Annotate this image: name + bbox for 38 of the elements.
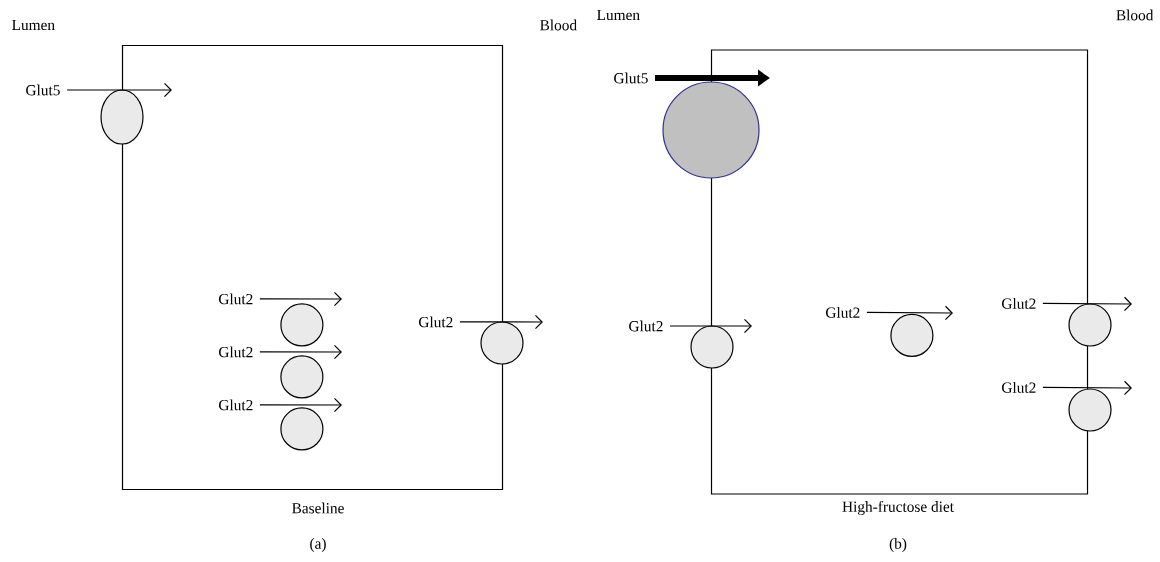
panel-label: (b): [889, 538, 907, 552]
transporter-label: Glut5: [26, 84, 60, 96]
transporter-label: Glut5: [614, 72, 648, 84]
transporter: [100, 89, 144, 145]
transport-arrow: [669, 318, 752, 334]
transporter-label: Glut2: [629, 320, 663, 332]
transporter-label: Glut2: [1002, 298, 1036, 309]
transporter: [280, 303, 324, 347]
transporter-label: Glut2: [419, 316, 453, 328]
transporter-label: Glut2: [826, 307, 860, 318]
transport-arrow: [1042, 380, 1132, 396]
transport-arrow: [459, 314, 543, 330]
transport-arrow: [866, 305, 953, 321]
transporter: [480, 321, 524, 365]
panel-label: (a): [310, 538, 326, 552]
transporter-label: Glut2: [1002, 382, 1036, 393]
transporter: [1068, 303, 1112, 347]
transporter: [280, 355, 324, 399]
transport-arrow: [259, 344, 342, 360]
region-label: Lumen: [597, 9, 640, 21]
transporter: [1068, 388, 1112, 432]
transporter-label: Glut2: [219, 346, 253, 358]
transport-arrow: [259, 291, 342, 307]
transporter-label: Glut2: [219, 293, 253, 305]
region-label: Lumen: [12, 19, 55, 31]
transport-arrow: [259, 397, 342, 413]
region-label: Blood: [1116, 9, 1154, 21]
region-label: Blood: [540, 19, 577, 31]
transport-arrow: [66, 82, 172, 98]
transporter: [690, 325, 734, 369]
transporter: [280, 407, 324, 451]
cell-outline: [121, 44, 504, 491]
condition-label: Baseline: [292, 502, 344, 514]
condition-label: High-fructose diet: [842, 500, 954, 516]
transporter: [662, 81, 760, 179]
transporter: [890, 313, 934, 357]
transporter-label: Glut2: [219, 399, 253, 411]
transport-arrow: [1042, 296, 1132, 312]
